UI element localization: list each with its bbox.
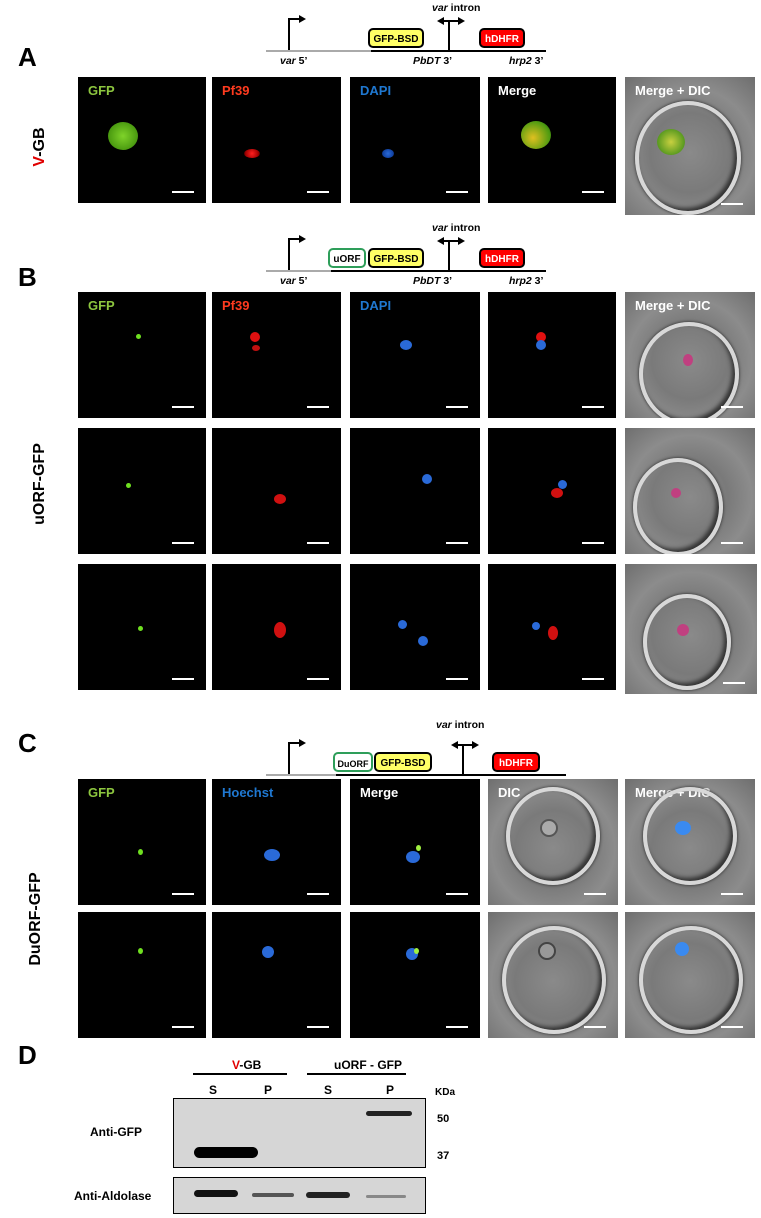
image-b2-dapi [350, 428, 480, 554]
group-underline-uorf-gfp [307, 1073, 406, 1075]
marker-50: 50 [437, 1113, 450, 1125]
panel-letter-d: D [18, 1040, 37, 1070]
panel-letter-a: A [18, 42, 37, 72]
group-label-v-gb: V-GB [232, 1058, 262, 1072]
image-b1-pf39: Pf39 [212, 292, 341, 418]
lane-label-p1: P [264, 1083, 273, 1097]
image-c1-merge: Merge [350, 779, 480, 905]
image-b2-gfp [78, 428, 206, 554]
blot-label-anti-gfp: Anti-GFP [90, 1125, 142, 1139]
image-c2-dic [488, 912, 618, 1038]
row-label-duorf-gfp: DuORF-GFP [27, 872, 44, 966]
image-c1-gfp: GFP [78, 779, 206, 905]
image-b3-merge [488, 564, 616, 690]
image-b3-merge-dic [625, 564, 757, 694]
intron-label: var intron [432, 2, 481, 14]
uorf-box: uORF [328, 248, 366, 268]
lane-label-s2: S [324, 1083, 333, 1097]
panel-letter-c: C [18, 728, 37, 758]
image-a-pf39: Pf39 [212, 77, 341, 203]
image-a-merge-dic: Merge + DIC [625, 77, 755, 215]
hdhfr-box: hDHFR [492, 752, 540, 772]
blot-label-anti-aldolase: Anti-Aldolase [74, 1189, 152, 1203]
image-b2-merge [488, 428, 616, 554]
image-b1-dapi: DAPI [350, 292, 480, 418]
gfp-bsd-box: GFP-BSD [374, 752, 432, 772]
gfp-bsd-box: GFP-BSD [368, 248, 424, 268]
image-b3-dapi [350, 564, 480, 690]
label-hrp2-3: hrp2 3’ [509, 275, 544, 287]
image-c2-merge [350, 912, 480, 1038]
construct-diagram-b: uORF GFP-BSD var intron hDHFR var 5’ PbD… [266, 220, 556, 287]
image-b1-merge-dic: Merge + DIC [625, 292, 755, 418]
row-label-v-gb: V-GB [31, 127, 48, 167]
row-label-uorf-gfp: uORF-GFP [31, 443, 48, 525]
image-a-dapi: DAPI [350, 77, 480, 203]
group-underline-v-gb [193, 1073, 287, 1075]
lane-label-s1: S [209, 1083, 218, 1097]
intron-label: var intron [436, 719, 485, 731]
image-c2-gfp [78, 912, 206, 1038]
marker-37: 37 [437, 1150, 450, 1162]
image-c1-hoechst: Hoechst [212, 779, 341, 905]
gfp-bsd-box: GFP-BSD [368, 28, 424, 48]
image-c1-dic: DIC [488, 779, 618, 905]
image-a-merge: Merge [488, 77, 616, 203]
intron-marker-icon [448, 20, 450, 50]
hdhfr-box: hDHFR [479, 28, 525, 48]
label-var5: var 5’ [280, 275, 308, 287]
image-c2-merge-dic [625, 912, 755, 1038]
image-b2-merge-dic [625, 428, 755, 554]
promoter-arrow-icon [288, 18, 290, 50]
intron-marker-icon [462, 744, 464, 774]
group-label-uorf-gfp: uORF - GFP [334, 1058, 402, 1072]
construct-diagram-c: DuORF GFP-BSD var intron hDHFR var 5’ Pb… [266, 719, 576, 791]
panel-letter-b: B [18, 262, 37, 292]
image-c1-merge-dic: Merge + DIC [625, 779, 755, 905]
label-pbdt3: PbDT 3’ [413, 275, 453, 287]
intron-marker-icon [448, 240, 450, 270]
image-b3-gfp [78, 564, 206, 690]
label-pbdt3: PbDT 3’ [413, 55, 453, 67]
label-var5: var 5’ [280, 55, 308, 67]
blot-anti-aldolase [173, 1177, 426, 1214]
hdhfr-box: hDHFR [479, 248, 525, 268]
construct-diagram-a: GFP-BSD var intron hDHFR var 5’ PbDT 3’ … [266, 0, 556, 67]
image-c2-hoechst [212, 912, 341, 1038]
intron-label: var intron [432, 222, 481, 234]
lane-label-p2: P [386, 1083, 395, 1097]
image-b2-pf39 [212, 428, 341, 554]
image-b1-gfp: GFP [78, 292, 206, 418]
duorf-box: DuORF [333, 752, 373, 772]
blot-anti-gfp [173, 1098, 426, 1168]
label-hrp2-3: hrp2 3’ [509, 55, 544, 67]
image-a-gfp: GFP [78, 77, 206, 203]
promoter-arrow-icon [288, 742, 290, 774]
image-b1-merge [488, 292, 616, 418]
image-b3-pf39 [212, 564, 341, 690]
kda-label: KDa [435, 1087, 456, 1098]
promoter-arrow-icon [288, 238, 290, 270]
